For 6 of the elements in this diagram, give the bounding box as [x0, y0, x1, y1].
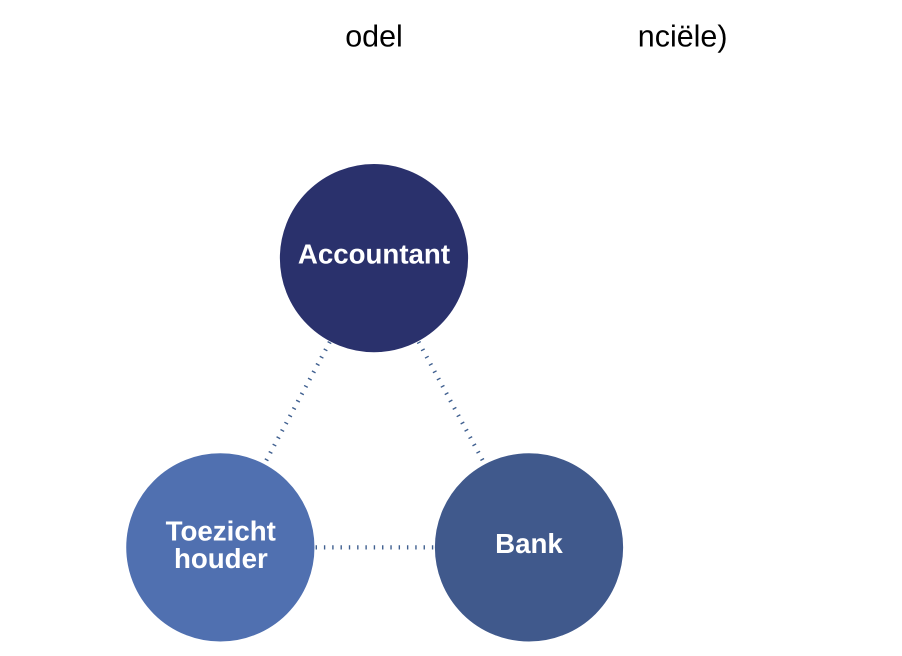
node-circle: Bank: [433, 452, 624, 643]
label: odel: [344, 19, 402, 54]
node-circle: Toezicht houder: [124, 452, 316, 643]
node-circle: Accountant: [278, 162, 469, 354]
connector: [315, 545, 434, 550]
label: nciële): [637, 19, 727, 54]
